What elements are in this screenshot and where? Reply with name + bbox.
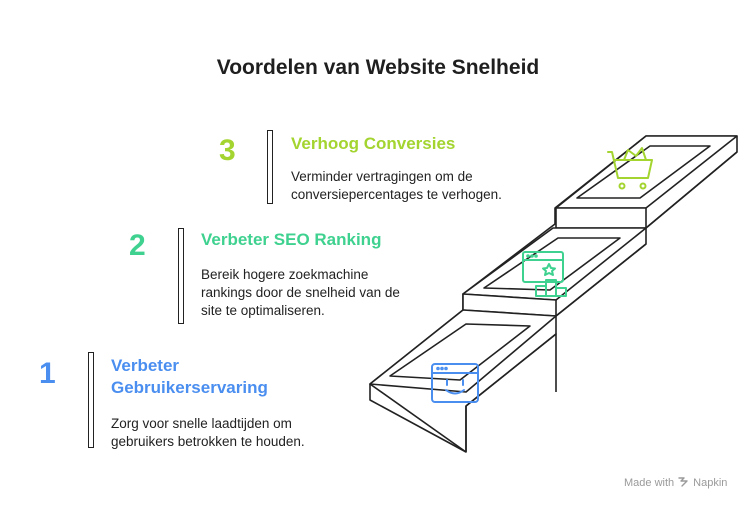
staircase-depth-line — [369, 151, 738, 453]
step-2-description-line-3: site te optimaliseren. — [201, 303, 325, 318]
step-3-description-line-1: Verminder vertragingen om de — [291, 169, 473, 184]
step-1-heading: Verbeter Gebruikerservaring — [111, 355, 268, 399]
step-3-description-line-2: conversiepercentages te verhogen. — [291, 187, 502, 202]
step-1-platform-inner — [389, 323, 531, 381]
made-with-napkin-footer[interactable]: Made with Napkin — [624, 476, 727, 490]
step-2-description-line-1: Bereik hogere zoekmachine — [201, 267, 369, 282]
step-1-heading-line-2: Gebruikerservaring — [111, 378, 268, 397]
smiley-browser-icon — [431, 363, 479, 403]
step-3-bar — [267, 130, 273, 204]
step-2-number: 2 — [129, 229, 146, 262]
step-2-description-line-2: rankings door de snelheid van de — [201, 285, 400, 300]
step-3-platform-inner — [576, 145, 711, 199]
step-1-description: Zorg voor snelle laadtijden om gebruiker… — [111, 415, 305, 451]
napkin-logo-icon — [678, 476, 689, 490]
page-title: Voordelen van Website Snelheid — [216, 56, 540, 79]
shopping-cart-icon — [607, 147, 653, 190]
step-1-heading-line-1: Verbeter — [111, 356, 180, 375]
ranking-podium-icon — [522, 251, 567, 297]
step-1-description-line-2: gebruikers betrokken te houden. — [111, 434, 305, 449]
step-3-riser — [555, 207, 647, 229]
step-2-heading: Verbeter SEO Ranking — [201, 230, 382, 249]
step-1-description-line-1: Zorg voor snelle laadtijden om — [111, 416, 292, 431]
step-3-description: Verminder vertragingen om de conversiepe… — [291, 168, 502, 204]
step-3-heading: Verhoog Conversies — [291, 134, 456, 153]
step-1-number: 1 — [39, 357, 56, 390]
footer-brand: Napkin — [693, 477, 728, 489]
footer-label: Made with — [624, 477, 675, 489]
step-1-bar — [88, 352, 94, 448]
step-3-number: 3 — [219, 134, 236, 167]
step-2-platform-inner — [483, 237, 621, 291]
step-2-description: Bereik hogere zoekmachine rankings door … — [201, 266, 400, 320]
step-2-bar — [178, 228, 184, 324]
